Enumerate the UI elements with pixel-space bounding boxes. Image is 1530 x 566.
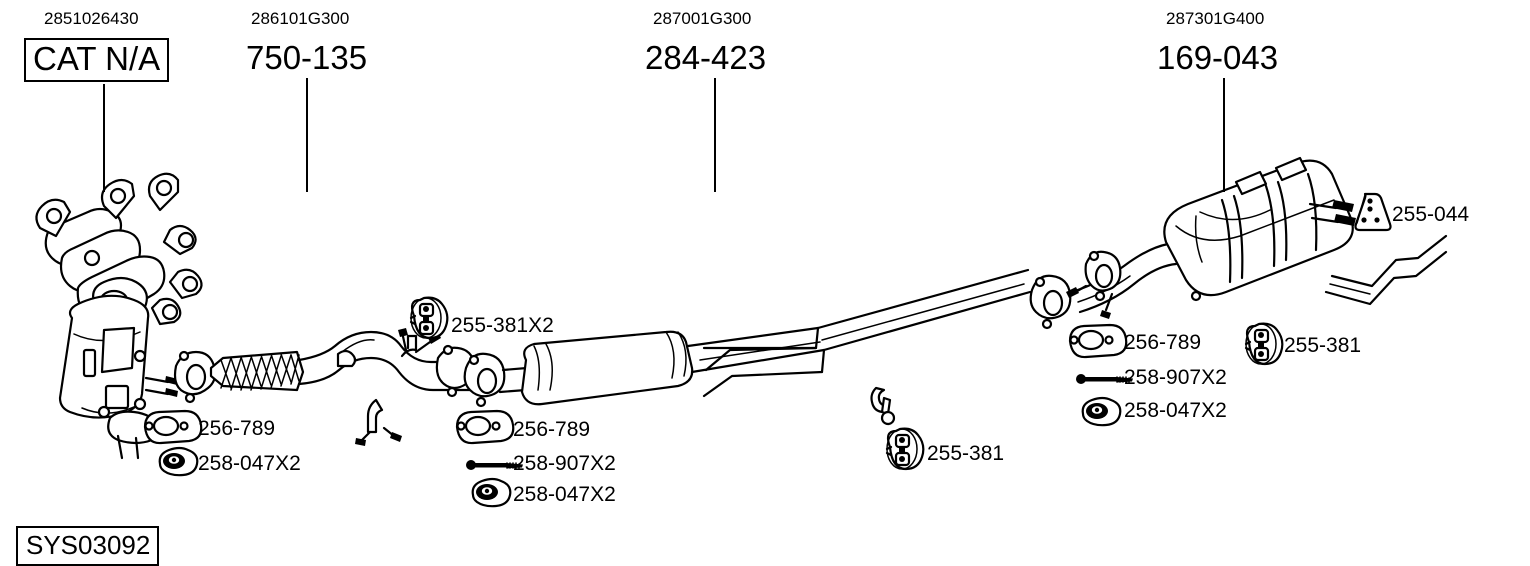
rubber-mount-icon <box>409 296 449 340</box>
hardware-label-hw-cat-nut: 258-047X2 <box>198 452 301 475</box>
leader-line-frontpipe <box>306 78 308 192</box>
leader-line-rear <box>1223 78 1225 192</box>
centre-silencer <box>463 326 826 408</box>
hardware-label-hw-rear-gasket: 256-789 <box>1124 331 1202 354</box>
hardware-label-hw-rear-bracket: 255-044 <box>1392 203 1470 226</box>
part-number-rear: 287301G400 <box>1166 9 1265 28</box>
bracket-plate-icon <box>1354 192 1392 232</box>
leader-line-cat <box>103 84 105 192</box>
gasket-oval-icon <box>1068 323 1128 359</box>
part-number-frontpipe: 286101G300 <box>251 9 350 28</box>
intermediate-pipe <box>702 268 1072 426</box>
part-name-centre: 284-423 <box>645 39 767 76</box>
hardware-label-hw-mid-nut: 258-047X2 <box>513 483 616 506</box>
rubber-mount-icon <box>885 427 925 471</box>
flange-nut-icon <box>158 446 199 477</box>
rubber-mount-icon <box>1244 322 1284 366</box>
hardware-label-hw-mid-gasket: 256-789 <box>513 418 591 441</box>
leader-line-centre <box>714 78 716 192</box>
flange-nut-icon <box>471 477 512 508</box>
gasket-oval-icon <box>455 409 515 445</box>
flange-nut-icon <box>1081 396 1122 427</box>
hardware-label-hw-rear-hanger: 255-381 <box>1284 334 1362 357</box>
hardware-label-hw-ctr-hanger: 255-381 <box>927 442 1005 465</box>
system-code-badge: SYS03092 <box>16 526 160 566</box>
part-name-cat: CAT N/A <box>24 38 170 82</box>
hardware-label-hw-rear-bolt: 258-907X2 <box>1124 366 1227 389</box>
part-number-centre: 287001G300 <box>653 9 752 28</box>
gasket-oval-icon <box>143 409 203 445</box>
rear-silencer <box>1066 156 1448 319</box>
part-name-rear: 169-043 <box>1157 39 1279 76</box>
manifold-catalytic-converter <box>35 172 203 460</box>
hardware-label-hw-cat-gasket: 256-789 <box>198 417 276 440</box>
hardware-label-hw-mid-hanger: 255-381X2 <box>451 314 554 337</box>
hardware-label-hw-rear-nut: 258-047X2 <box>1124 399 1227 422</box>
part-name-frontpipe: 750-135 <box>246 39 368 76</box>
part-number-cat: 2851026430 <box>44 9 139 28</box>
hardware-label-hw-mid-bolt: 258-907X2 <box>513 452 616 475</box>
